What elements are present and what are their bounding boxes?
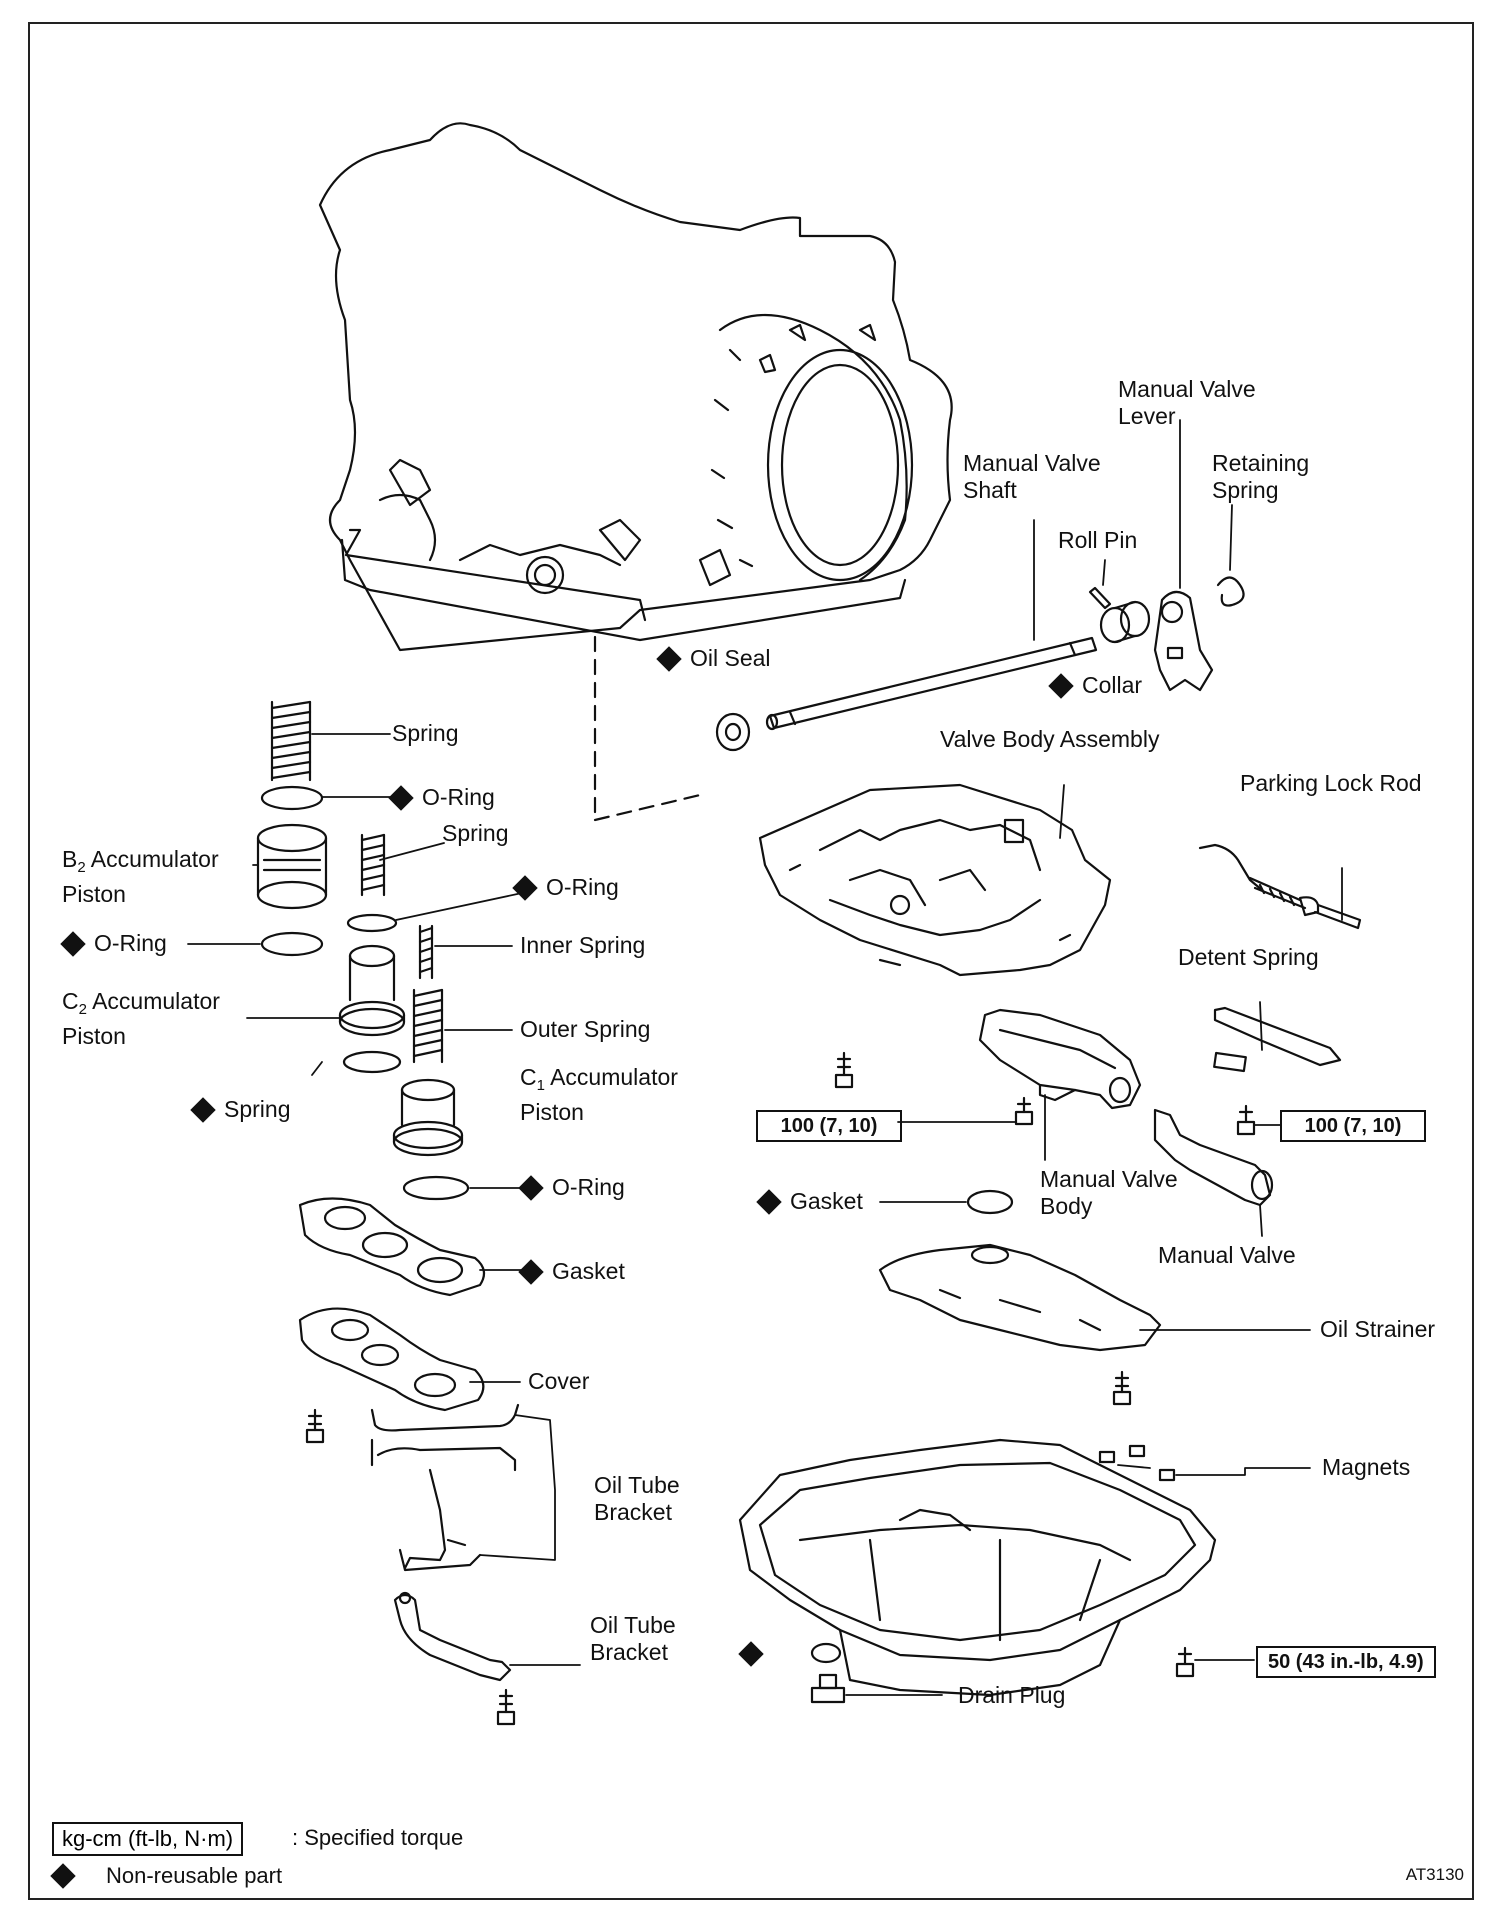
diagram-frame — [28, 22, 1474, 1900]
label-inner-spring: Inner Spring — [520, 932, 646, 958]
collar-part — [1099, 600, 1151, 644]
spring-2-part — [360, 833, 386, 897]
torque-spec-left: 100 (7, 10) — [756, 1110, 902, 1142]
c1-accumulator-piston-part — [392, 1078, 464, 1157]
label-magnets: Magnets — [1322, 1454, 1411, 1480]
non-reusable-marker — [60, 931, 86, 957]
c2-accumulator-piston-part — [338, 944, 406, 1037]
magnets-part — [1098, 1444, 1176, 1482]
gasket-right-part — [966, 1189, 1014, 1215]
label-manual-valve: Manual Valve — [1158, 1242, 1296, 1268]
non-reusable-marker — [656, 646, 682, 672]
label-spring-2: Spring — [442, 820, 509, 846]
non-reusable-marker — [1048, 673, 1074, 699]
drain-plug-gasket-part — [810, 1642, 842, 1664]
label-gasket-left: Gasket — [518, 1258, 625, 1285]
non-reusable-marker — [512, 875, 538, 901]
roll-pin-part — [1088, 586, 1112, 610]
bolt-pan — [1175, 1646, 1195, 1678]
transmission-case — [318, 122, 953, 652]
leader-lines — [187, 419, 1343, 1696]
inner-spring-part — [418, 924, 434, 980]
b2-accumulator-piston-part — [256, 823, 328, 910]
detent-spring-part — [1213, 1006, 1342, 1073]
oil-tube-bracket-2-part — [393, 1591, 512, 1682]
drain-plug-part — [810, 1673, 846, 1704]
label-gasket-right: Gasket — [756, 1188, 863, 1215]
label-c1-accumulator-piston: C1 Accumulator Piston — [520, 1064, 678, 1125]
oil-tube-bracket-1-part — [370, 1403, 520, 1572]
label-o-ring-left: O-Ring — [60, 930, 167, 957]
o-ring-3-part — [402, 1175, 470, 1201]
legend-torque-text: : Specified torque — [292, 1825, 464, 1850]
label-oil-strainer: Oil Strainer — [1320, 1316, 1436, 1342]
label-oil-tube-bracket-2: Oil Tube Bracket — [590, 1612, 676, 1665]
legend-non-reusable: Non-reusable part — [50, 1862, 282, 1889]
label-o-ring-2: O-Ring — [512, 874, 619, 901]
non-reusable-marker — [738, 1641, 764, 1667]
label-drain-plug-gasket — [738, 1640, 764, 1667]
non-reusable-marker — [50, 1863, 76, 1889]
retaining-spring-part — [1216, 576, 1245, 607]
label-roll-pin: Roll Pin — [1058, 527, 1138, 553]
torque-spec-pan: 50 (43 in.-lb, 4.9) — [1256, 1646, 1436, 1678]
label-b2-accumulator-piston: B2 Accumulator Piston — [62, 846, 219, 907]
o-ring-spring-left-part — [342, 1050, 402, 1074]
label-oil-tube-bracket-1: Oil Tube Bracket — [594, 1472, 680, 1525]
non-reusable-marker — [518, 1259, 544, 1285]
bolt-left — [305, 1408, 325, 1444]
oil-seal-part — [715, 712, 751, 752]
label-manual-valve-shaft: Manual Valve Shaft — [963, 450, 1101, 503]
o-ring-2-part — [346, 913, 398, 933]
torque-spec-right: 100 (7, 10) — [1280, 1110, 1426, 1142]
label-oil-seal: Oil Seal — [656, 645, 771, 672]
valve-body-assembly-part — [758, 783, 1112, 977]
oil-strainer-part — [878, 1243, 1162, 1352]
bolt-valve-body-left — [834, 1051, 854, 1089]
bolt-strainer — [1112, 1370, 1132, 1406]
manual-valve-shaft-part — [765, 636, 1098, 731]
figure-id: AT3130 — [1405, 1865, 1464, 1884]
non-reusable-marker — [756, 1189, 782, 1215]
label-cover: Cover — [528, 1368, 590, 1394]
assembly-guide-line — [593, 793, 702, 822]
o-ring-left-part — [260, 931, 324, 957]
o-ring-top-part — [260, 785, 324, 811]
parking-lock-rod-part — [1198, 843, 1362, 930]
label-spring-left: Spring — [190, 1096, 290, 1123]
outer-spring-part — [412, 988, 444, 1064]
non-reusable-marker — [388, 785, 414, 811]
non-reusable-marker — [190, 1097, 216, 1123]
label-manual-valve-body: Manual Valve Body — [1040, 1166, 1178, 1219]
label-c2-accumulator-piston: C2 Accumulator Piston — [62, 988, 220, 1049]
label-outer-spring: Outer Spring — [520, 1016, 651, 1042]
gasket-left-part — [298, 1197, 486, 1297]
spring-top-part — [270, 700, 312, 782]
bolt-valve-body-mid — [1014, 1096, 1034, 1126]
oil-pan-part — [738, 1438, 1217, 1697]
non-reusable-marker — [518, 1175, 544, 1201]
label-spring-top: Spring — [392, 720, 459, 746]
label-drain-plug: Drain Plug — [958, 1682, 1066, 1708]
label-valve-body-assembly: Valve Body Assembly — [940, 726, 1160, 752]
label-manual-valve-lever: Manual Valve Lever — [1118, 376, 1256, 429]
label-collar: Collar — [1048, 672, 1142, 699]
bolt-valve-body-right — [1236, 1104, 1256, 1136]
manual-valve-lever-part — [1153, 590, 1214, 692]
label-o-ring-3: O-Ring — [518, 1174, 625, 1201]
cover-part — [298, 1307, 485, 1412]
legend-torque-unit: kg-cm (ft-lb, N·m) — [52, 1822, 244, 1856]
manual-valve-body-part — [978, 1008, 1142, 1110]
bolt-bracket — [496, 1688, 516, 1726]
label-retaining-spring: Retaining Spring — [1212, 450, 1310, 503]
manual-valve-part — [1153, 1108, 1274, 1207]
label-o-ring-1: O-Ring — [388, 784, 495, 811]
label-detent-spring: Detent Spring — [1178, 944, 1319, 970]
label-parking-lock-rod: Parking Lock Rod — [1240, 770, 1422, 796]
